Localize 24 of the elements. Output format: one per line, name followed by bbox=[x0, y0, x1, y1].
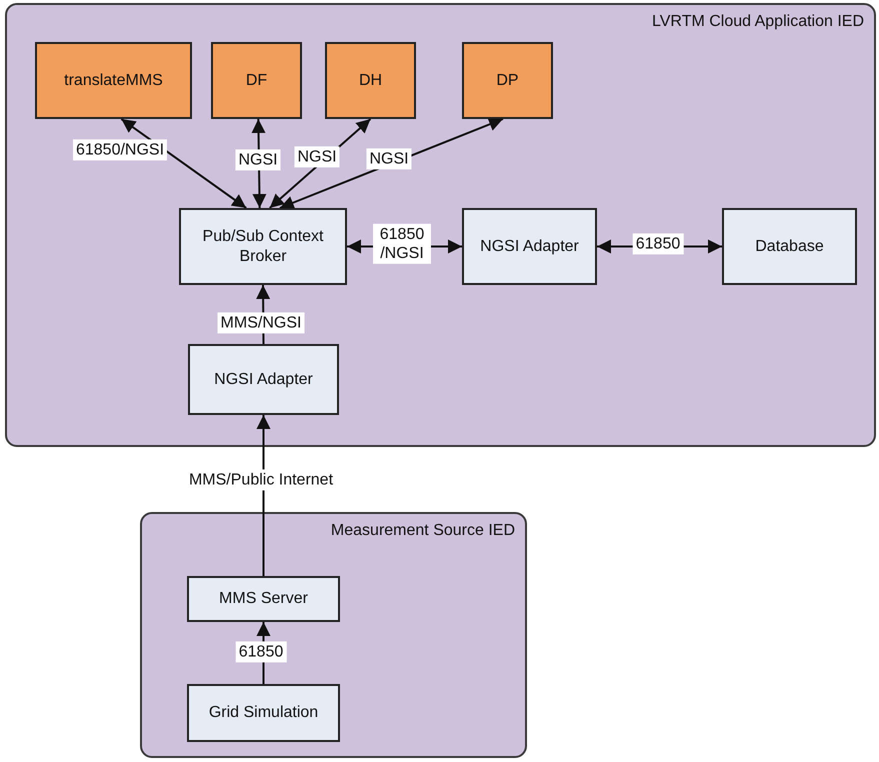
edge-label: 61850 /NGSI bbox=[373, 224, 431, 264]
process-box: NGSI Adapter bbox=[462, 208, 597, 285]
process-box: Pub/Sub Context Broker bbox=[179, 208, 347, 285]
process-box: translateMMS bbox=[35, 42, 192, 119]
edge-label: 61850 bbox=[236, 641, 286, 663]
process-box: DF bbox=[211, 42, 302, 119]
process-box: MMS Server bbox=[187, 576, 340, 622]
arrow bbox=[256, 415, 270, 576]
edge-label: MMS/NGSI bbox=[218, 312, 304, 334]
edge-label: 61850/NGSI bbox=[72, 139, 168, 161]
group-title: LVRTM Cloud Application IED bbox=[652, 13, 864, 31]
group-title: Measurement Source IED bbox=[330, 522, 515, 540]
edge-label: NGSI bbox=[294, 146, 340, 168]
edge-label: NGSI bbox=[235, 149, 281, 171]
process-box: DH bbox=[325, 42, 416, 119]
process-box: NGSI Adapter bbox=[188, 344, 339, 415]
process-box: DP bbox=[462, 42, 553, 119]
process-box: Grid Simulation bbox=[187, 684, 340, 742]
edge-label: 61850 bbox=[632, 233, 684, 255]
group-container bbox=[140, 512, 527, 758]
process-box: Database bbox=[722, 208, 857, 285]
arrow bbox=[120, 118, 247, 209]
edge-label: NGSI bbox=[366, 148, 412, 170]
group-container bbox=[5, 3, 876, 447]
